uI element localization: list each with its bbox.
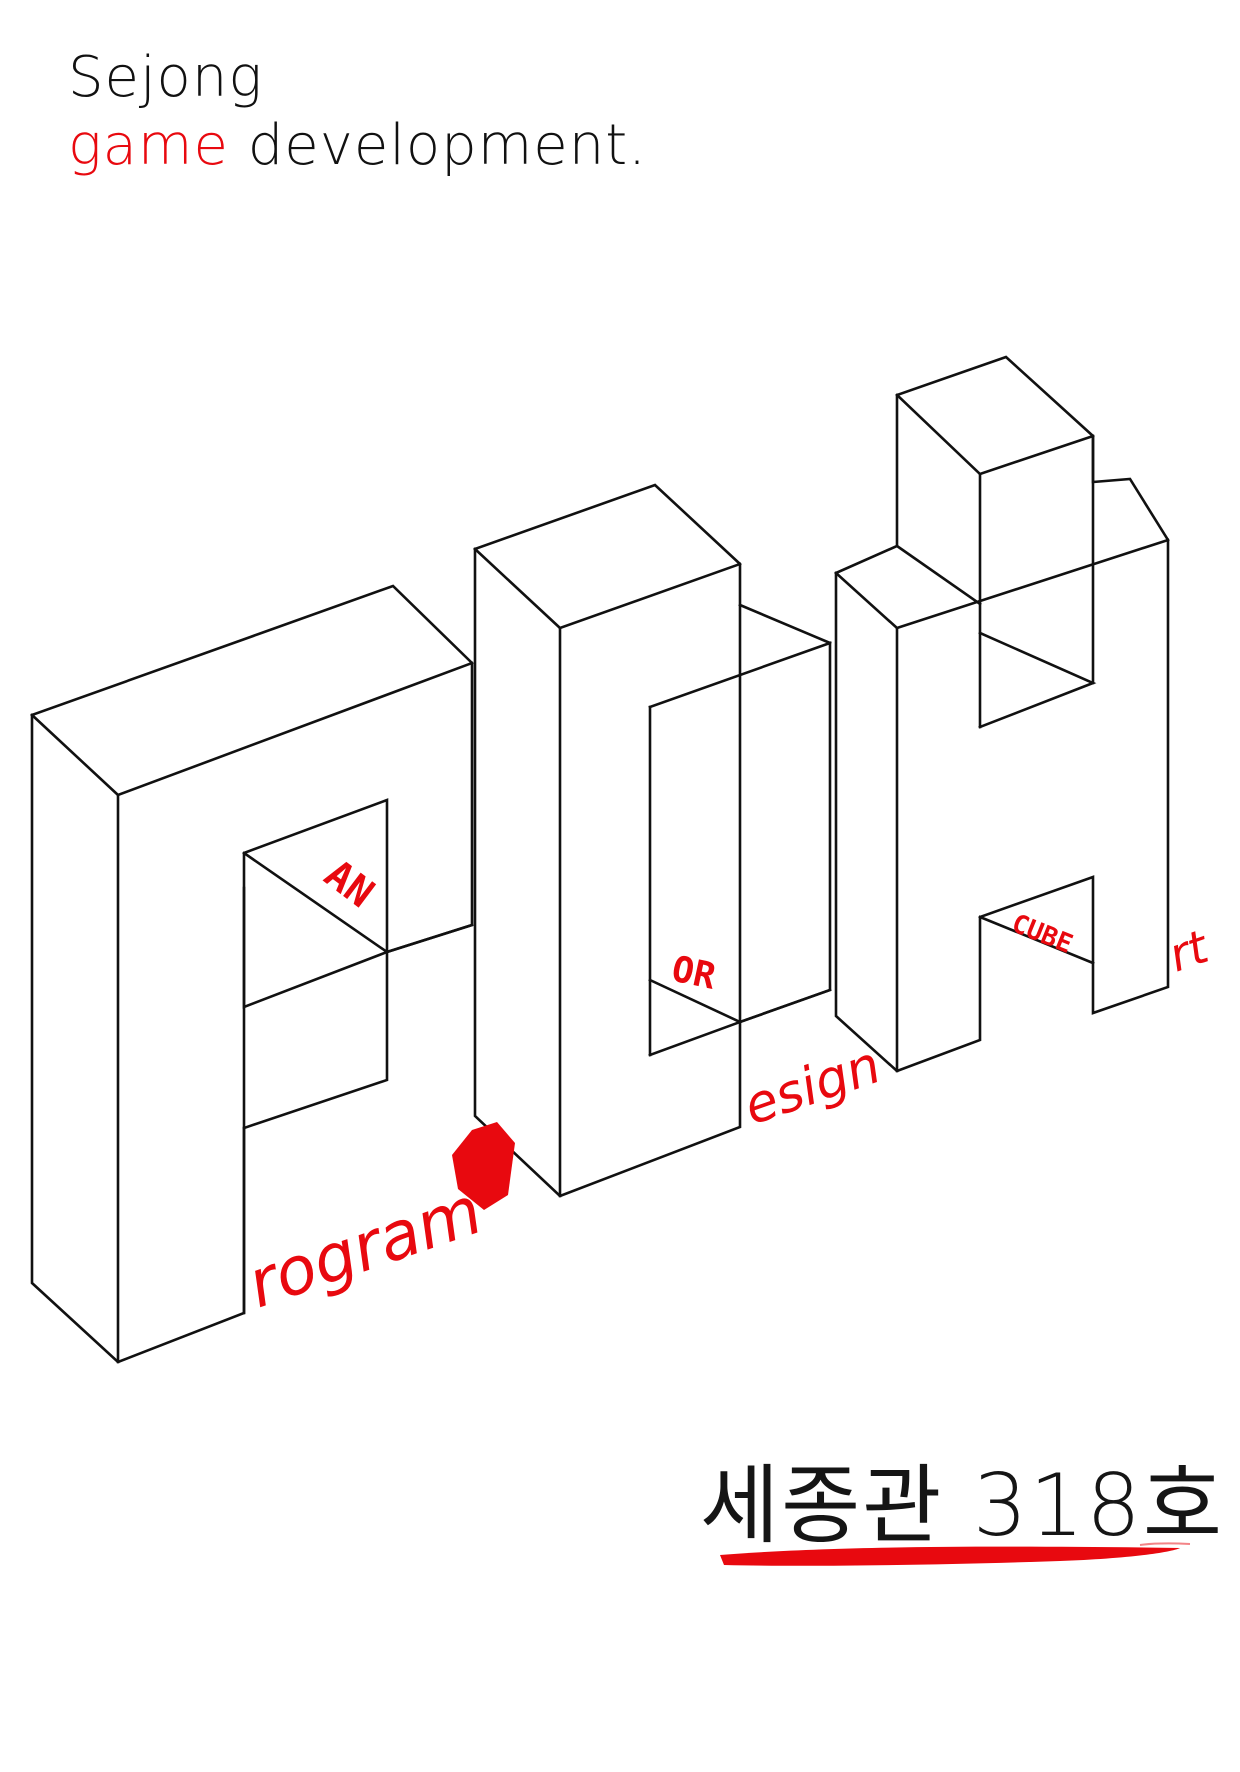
label-art: rt (1162, 919, 1216, 983)
label-design: esign (737, 1035, 888, 1137)
hexagon-icon (452, 1122, 515, 1210)
red-brush-underline (720, 1542, 1191, 1566)
header-line-2: game development. (68, 112, 647, 180)
label-pan: AN (316, 851, 382, 917)
letter-p-outline (30, 584, 474, 1364)
label-program: rogram (238, 1172, 491, 1323)
header-rest: development. (247, 113, 647, 178)
label-dor: OR (668, 949, 719, 998)
room-label: 세종관 318호 (700, 1456, 1224, 1556)
label-cube: CUBE (1007, 909, 1076, 960)
header-title: Sejong game development. (68, 44, 647, 180)
letter-a-outline (834, 355, 1170, 1073)
header-line-1: Sejong (68, 45, 263, 110)
header-accent-word: game (68, 113, 229, 178)
logo-red-labels: rogram esign rt AN OR CUBE (238, 851, 1216, 1323)
letter-d-outline (473, 483, 832, 1198)
